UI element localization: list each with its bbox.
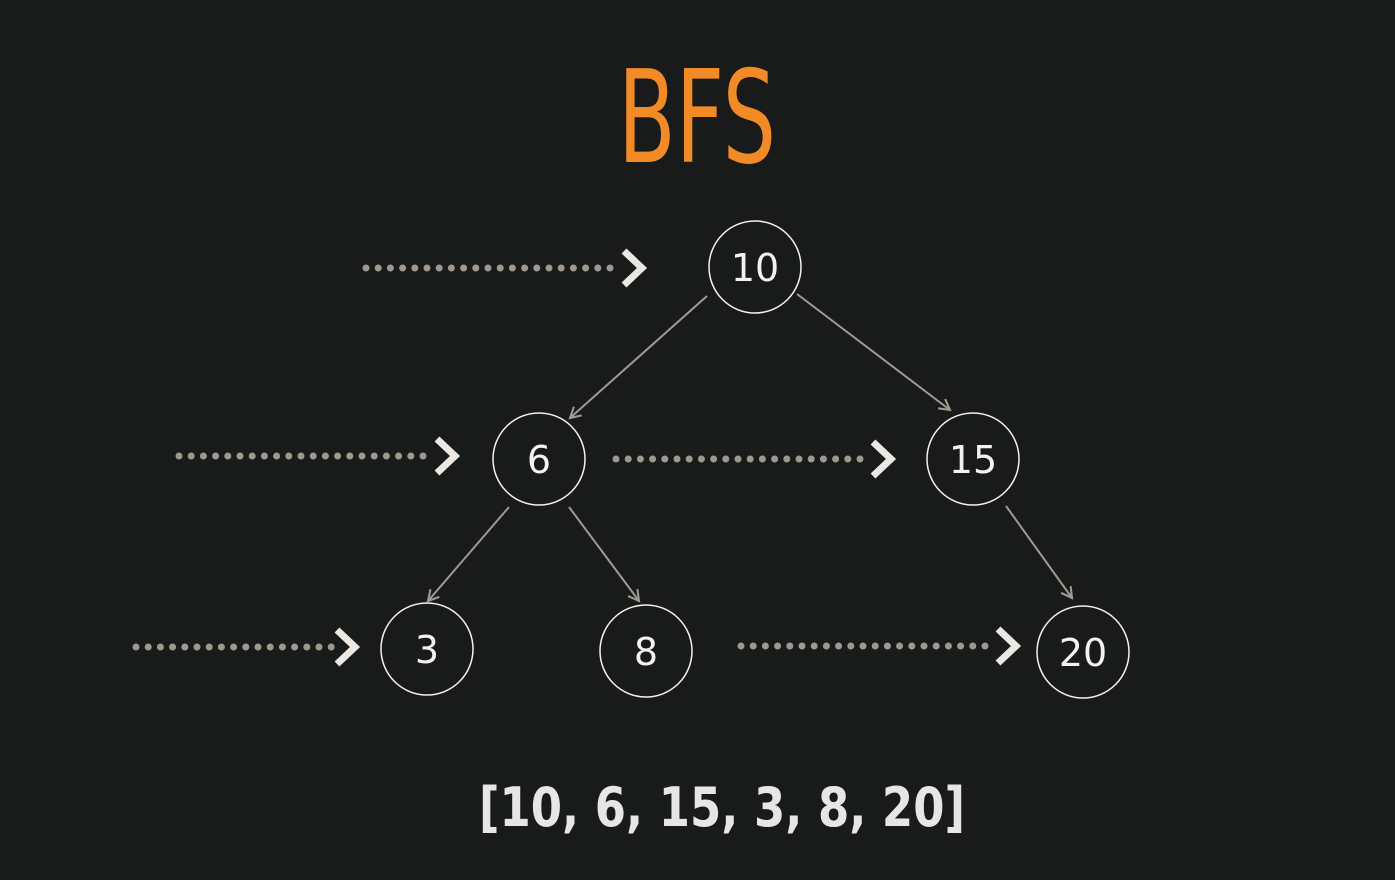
traversal-result: [10, 6, 15, 3, 8, 20] [479, 776, 965, 839]
sibling-pointer-8-to-20 [737, 626, 1022, 666]
sibling-pointer-6-to-15 [612, 439, 897, 479]
page-title: BFS [618, 44, 776, 193]
tree-node-6: 6 [492, 412, 586, 506]
chevron-right-icon [334, 627, 361, 667]
traversal-pointers [132, 248, 1022, 667]
level-pointer-level-2 [175, 436, 461, 476]
tree-node-3: 3 [380, 602, 474, 696]
tree-node-8: 8 [599, 604, 693, 698]
chevron-right-icon [870, 439, 897, 479]
chevron-right-icon [434, 436, 461, 476]
level-pointer-level-3 [132, 627, 361, 667]
node-label: 3 [415, 628, 439, 672]
tree-edges [426, 293, 1074, 603]
node-label: 6 [527, 438, 551, 482]
edge-6-to-8 [568, 506, 641, 603]
node-label: 10 [731, 246, 779, 290]
chevron-right-icon [621, 248, 648, 288]
edge-6-to-3 [426, 506, 510, 603]
edge-10-to-6 [568, 295, 708, 420]
tree-node-15: 15 [926, 412, 1020, 506]
tree-node-10: 10 [708, 220, 802, 314]
edge-15-to-20 [1005, 505, 1074, 600]
node-label: 20 [1059, 631, 1107, 675]
edge-10-to-15 [796, 293, 952, 412]
node-label: 15 [949, 438, 997, 482]
tree-node-20: 20 [1036, 605, 1130, 699]
node-label: 8 [634, 630, 658, 674]
chevron-right-icon [995, 626, 1022, 666]
tree-nodes: 10 6 15 3 8 20 [380, 220, 1130, 699]
level-pointer-root [362, 248, 648, 288]
